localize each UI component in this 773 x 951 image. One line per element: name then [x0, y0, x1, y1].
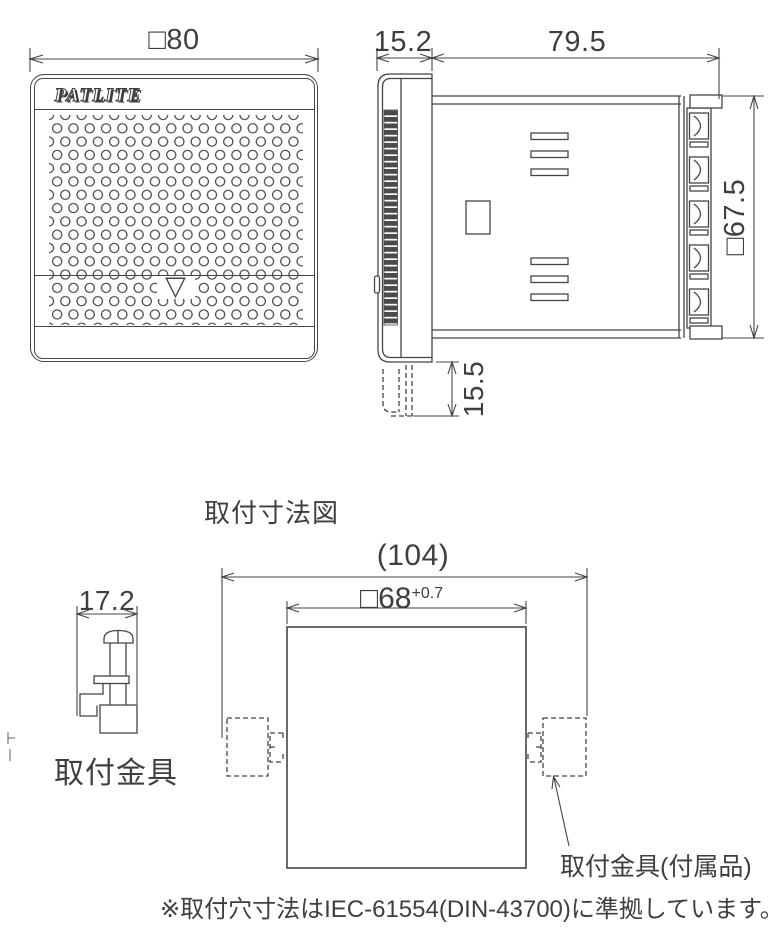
- vent-slot: [530, 275, 569, 284]
- terminal-screw: [688, 200, 710, 228]
- bracket-leader-arrow: [551, 774, 570, 847]
- face-divider-line: [34, 274, 314, 276]
- cutout-overall-width-dim-label: (104): [376, 539, 450, 572]
- clamp-right-dashed: [527, 717, 587, 777]
- vent-slot: [530, 132, 569, 141]
- side-label-window: [465, 200, 491, 235]
- bracket-block: [99, 704, 138, 734]
- panel-cutout-drawing: [220, 568, 589, 869]
- side-view-drawing: [373, 73, 723, 417]
- vent-slot: [530, 293, 569, 302]
- terminal-screw: [688, 112, 710, 140]
- logo-band-divider: [34, 108, 314, 110]
- side-bezel-inner-line: [381, 77, 432, 359]
- down-triangle-marker: ▽: [156, 272, 195, 299]
- side-bezel-depth-dim-label: 15.2: [373, 26, 433, 58]
- side-body: [432, 95, 685, 339]
- brand-logo: PATLITE: [54, 84, 142, 106]
- front-width-dimension-lines: [28, 48, 320, 72]
- front-view-device-face: PATLITE ▽: [33, 77, 315, 359]
- cutout-hole-tolerance: +0.7: [411, 585, 444, 602]
- side-dimension-lines: [375, 48, 764, 418]
- terminal-block: [686, 94, 723, 340]
- terminal-screw: [688, 156, 710, 184]
- vent-slot: [530, 150, 569, 159]
- terminal-screw: [688, 244, 710, 272]
- side-latch-bump: [373, 275, 381, 294]
- vent-slot: [530, 257, 569, 266]
- side-grille-edge-hatch: [383, 109, 398, 326]
- face-bottom-line: [34, 325, 314, 327]
- clamp-left-dashed: [226, 717, 284, 777]
- front-view-device: PATLITE ▽: [30, 74, 318, 362]
- cutout-bracket-label: 取付金具(付属品): [560, 853, 752, 881]
- cutout-hole-dim-label: □68+0.7: [360, 582, 443, 616]
- bracket-washer: [93, 675, 130, 685]
- cutout-square: [286, 626, 527, 869]
- bracket-hook: [79, 683, 104, 717]
- vent-slot: [530, 168, 569, 177]
- bracket-screw-head: [103, 629, 134, 644]
- side-height-dim-label: □67.5: [719, 178, 751, 256]
- cutout-hole-dim-value: □68: [360, 582, 412, 615]
- terminal-screw: [688, 288, 710, 316]
- side-body-depth-dim-label: 79.5: [547, 26, 607, 58]
- mounting-section-title: 取付寸法図: [204, 498, 340, 528]
- page-edge-marks: [7, 732, 15, 761]
- side-hidden-bracket-dashed: [382, 365, 413, 417]
- mounting-bracket-drawing: [75, 606, 139, 734]
- side-protrusion-dim-label: 15.5: [458, 360, 489, 418]
- bracket-label: 取付金具: [54, 757, 178, 790]
- standard-note: ※取付穴寸法はIEC-61554(DIN-43700)に準拠しています。: [160, 896, 773, 923]
- bracket-width-dim-label: 17.2: [78, 585, 136, 616]
- front-width-dim-label: □80: [148, 24, 200, 56]
